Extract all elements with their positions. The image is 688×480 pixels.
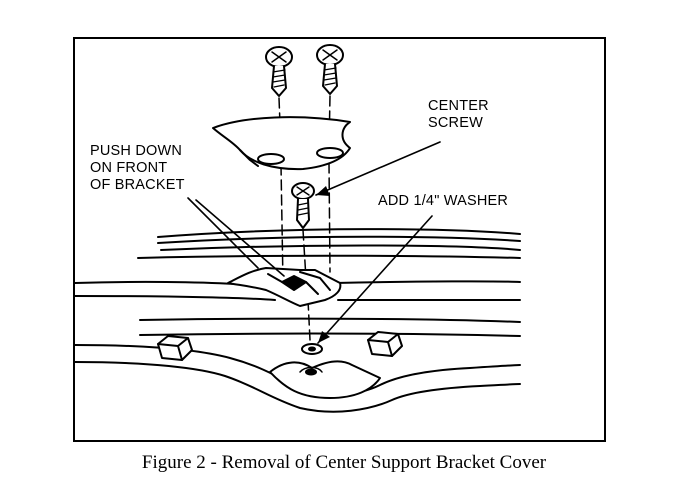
center-screw-leader <box>315 141 441 196</box>
lower-base <box>74 344 521 413</box>
figure-caption: Figure 2 - Removal of Center Support Bra… <box>141 452 547 473</box>
center-screw-label-line2: SCREW <box>428 115 483 131</box>
push-down-label-line3: OF BRACKET <box>90 177 185 193</box>
support-bracket <box>227 267 342 307</box>
figure-frame <box>73 37 606 442</box>
leader-lines <box>187 141 441 344</box>
center-screw-label: CENTER SCREW <box>428 98 489 132</box>
center-screw-arrowhead <box>316 186 330 196</box>
push-down-leader <box>187 197 259 269</box>
right-clip <box>367 331 403 357</box>
washer-label: ADD 1/4" WASHER <box>378 193 508 210</box>
dashboard-lines <box>74 228 521 337</box>
washer-arrowhead <box>318 331 330 343</box>
center-screw <box>291 182 315 229</box>
washer-leader <box>317 215 433 344</box>
cover-screw-left <box>265 46 293 97</box>
washer-label-text: ADD 1/4" WASHER <box>378 193 509 209</box>
washer <box>301 343 323 355</box>
bracket-cover <box>212 116 351 171</box>
push-down-label-line1: PUSH DOWN <box>90 143 183 159</box>
push-down-label: PUSH DOWN ON FRONT OF BRACKET <box>90 143 185 194</box>
cover-screw-right <box>316 44 344 95</box>
push-down-label-line2: ON FRONT <box>90 160 168 176</box>
push-down-leader-2 <box>195 199 285 277</box>
left-clip <box>157 335 193 361</box>
center-screw-label-line1: CENTER <box>428 98 489 114</box>
